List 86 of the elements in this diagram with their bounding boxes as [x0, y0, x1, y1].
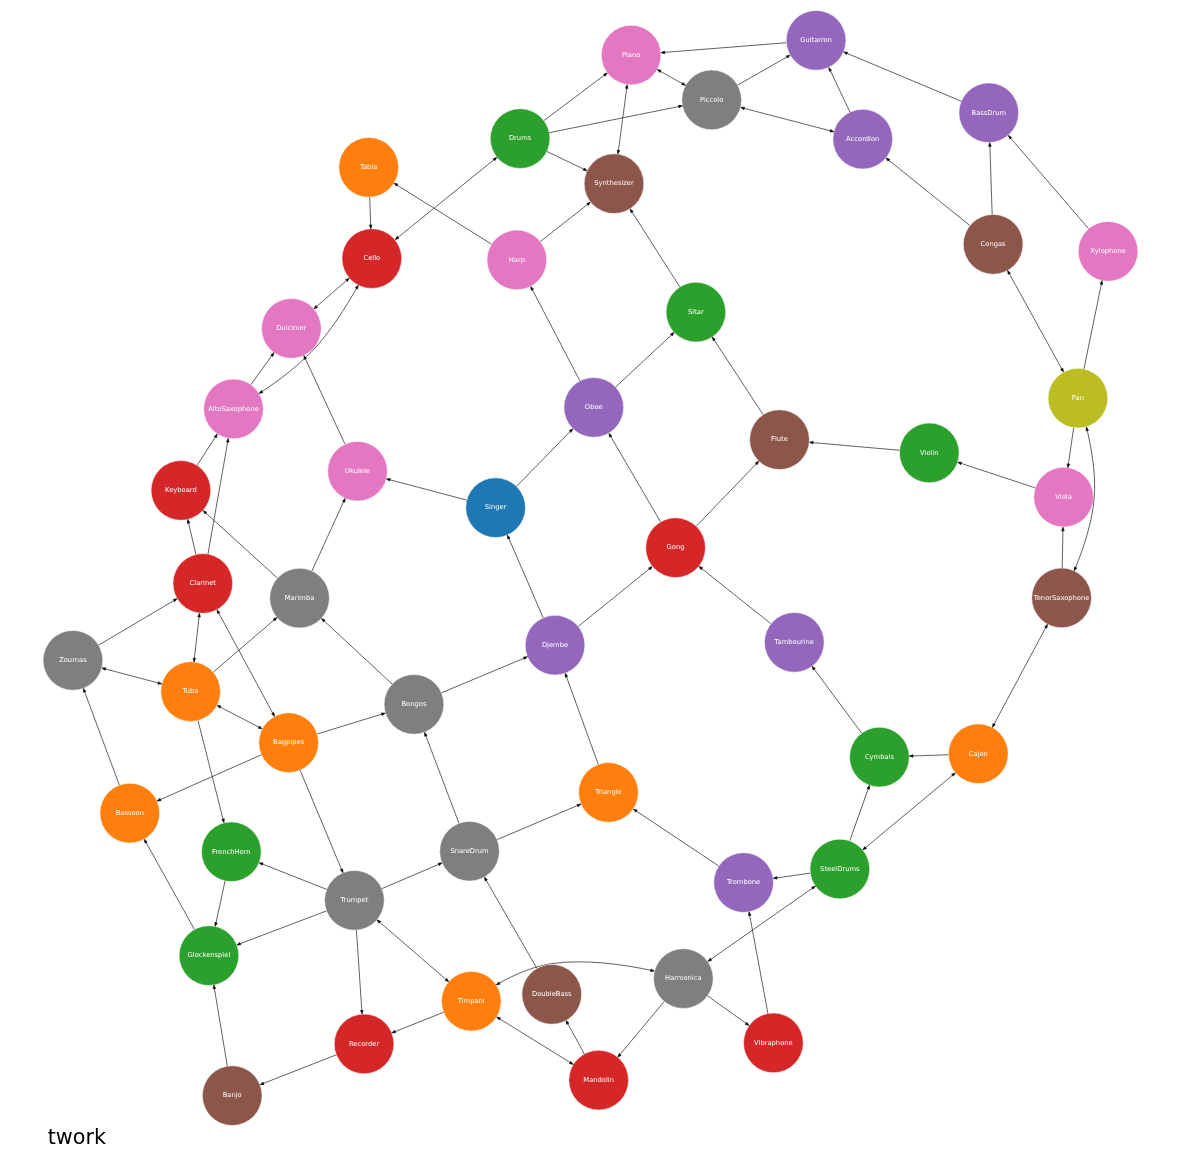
arrow — [321, 618, 393, 685]
arrow — [156, 754, 262, 802]
arrow — [608, 433, 661, 523]
arrow — [629, 208, 681, 288]
arrow — [711, 336, 764, 415]
arrow — [843, 51, 962, 102]
arrow — [258, 862, 327, 890]
arrow — [207, 438, 230, 555]
arrow — [577, 566, 653, 627]
arrow — [1061, 526, 1065, 569]
arrow — [98, 598, 178, 646]
arrow — [828, 67, 851, 113]
arrow — [213, 617, 278, 673]
arrow — [748, 911, 769, 1014]
arrow — [809, 441, 900, 451]
arrow — [424, 732, 460, 824]
arrow — [543, 72, 608, 121]
arrow — [1008, 135, 1089, 229]
arrow — [214, 880, 226, 927]
arrow — [394, 157, 498, 240]
arrow — [393, 182, 492, 245]
arrow — [908, 754, 949, 758]
arrow — [615, 332, 675, 388]
arrow — [356, 929, 364, 1015]
arrow — [530, 286, 581, 382]
arrow — [696, 460, 760, 527]
arrow — [311, 498, 346, 572]
arrow — [507, 534, 544, 619]
arrow — [212, 984, 228, 1067]
arrow — [197, 720, 225, 823]
arrow — [83, 688, 120, 786]
arrow — [540, 201, 591, 242]
arrow — [216, 609, 275, 717]
arrow — [1083, 280, 1103, 370]
arrow — [187, 519, 197, 555]
arrow — [992, 624, 1048, 728]
arrow — [616, 84, 629, 155]
arrow — [707, 995, 750, 1026]
arrow — [885, 157, 971, 226]
arrow — [376, 919, 449, 983]
diagram-title: twork — [47, 1125, 107, 1150]
arrow — [698, 566, 772, 624]
arrow — [391, 1012, 444, 1034]
arrow — [196, 433, 218, 466]
arrow — [656, 69, 686, 86]
arrow — [144, 839, 195, 930]
arrow — [1007, 270, 1064, 373]
arrow — [862, 772, 956, 851]
arrow — [250, 352, 275, 385]
arrow — [988, 142, 993, 215]
arrow — [849, 785, 870, 842]
arrow — [707, 885, 816, 962]
arrow — [386, 478, 467, 501]
arrow — [299, 770, 344, 874]
arrow — [773, 872, 811, 880]
arrow — [1066, 427, 1074, 468]
arrow — [369, 196, 373, 229]
arrow — [101, 667, 162, 685]
arrow — [496, 961, 655, 986]
arrow — [617, 1001, 665, 1058]
arrow — [496, 803, 582, 840]
arrow — [565, 1020, 585, 1055]
arrow — [236, 910, 327, 946]
arrow — [259, 1054, 337, 1085]
arrow — [202, 510, 278, 579]
arrow — [564, 673, 599, 765]
arrow — [737, 54, 791, 86]
arrow — [381, 862, 443, 889]
arrow — [216, 705, 263, 730]
arrow — [549, 105, 683, 133]
arrow — [957, 461, 1036, 489]
arrow — [192, 612, 201, 663]
arrow — [516, 428, 574, 487]
arrow — [258, 284, 359, 394]
arrow — [484, 876, 538, 969]
arrow — [303, 355, 346, 445]
arrow — [660, 42, 787, 54]
arrow — [313, 277, 350, 310]
arrow — [441, 656, 528, 694]
arrow — [496, 1016, 574, 1065]
arrow — [546, 151, 588, 172]
arrow — [633, 808, 719, 867]
arrow — [811, 666, 862, 734]
arrow — [740, 106, 835, 133]
arrow — [316, 712, 386, 735]
arrow — [1073, 426, 1095, 572]
